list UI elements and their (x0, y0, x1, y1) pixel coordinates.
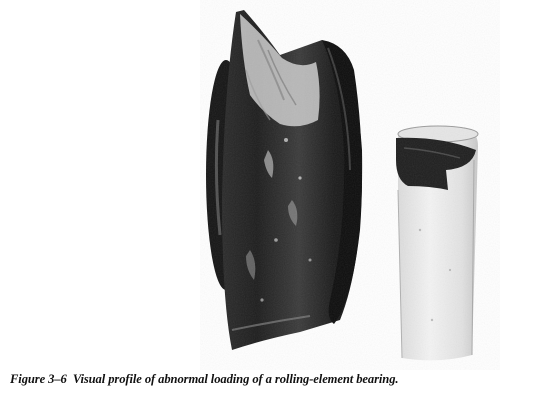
photo-grain (200, 0, 500, 370)
figure-number: Figure 3–6 (10, 372, 67, 386)
figure-caption: Figure 3–6 Visual profile of abnormal lo… (10, 371, 540, 387)
caption-text: Visual profile of abnormal loading of a … (72, 372, 399, 386)
bearing-photo (200, 0, 500, 370)
figure (200, 0, 500, 370)
